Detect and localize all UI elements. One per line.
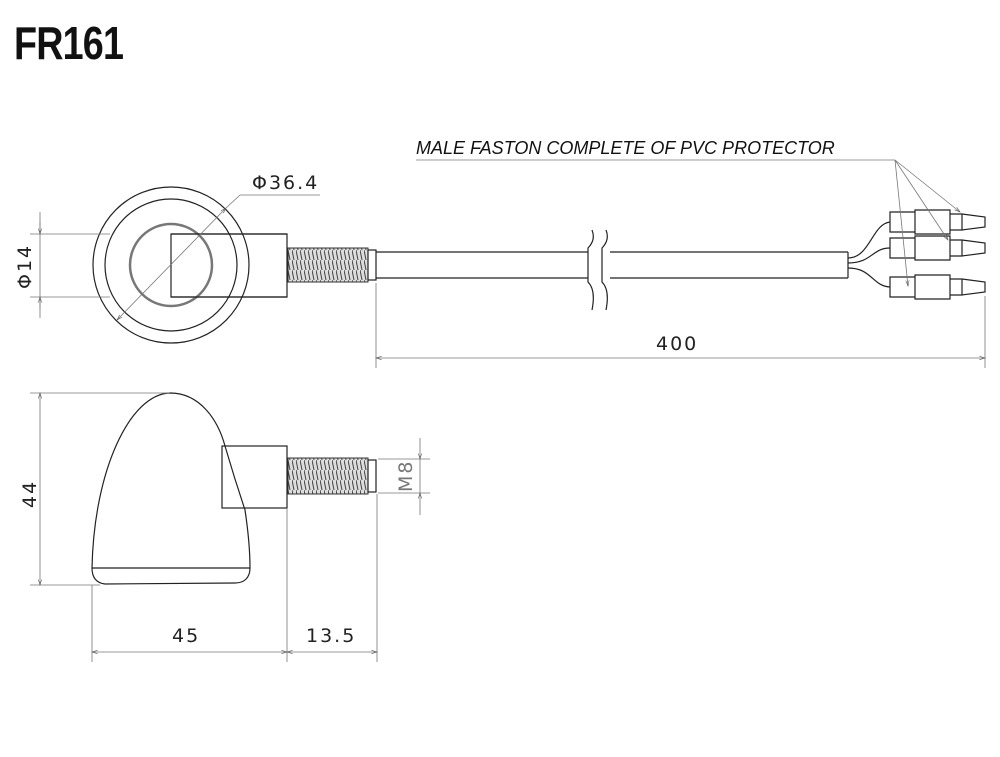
lens-ring <box>104 198 238 332</box>
thread-size-dimension: M8 <box>395 460 417 492</box>
threaded-stud <box>287 247 369 283</box>
product-code-title: FR161 <box>14 17 124 69</box>
outer-ring <box>92 186 250 344</box>
side-view: 44 45 13.5 M8 <box>19 393 430 662</box>
side-neck <box>221 445 288 509</box>
height-dimension: 44 <box>19 480 41 508</box>
body-neck <box>170 233 288 298</box>
body-length-dimension: 45 <box>172 625 200 647</box>
cable-length-dimension: 400 <box>656 333 698 355</box>
side-threaded-stud <box>287 457 369 495</box>
outer-diameter-dimension: Φ36.4 <box>252 172 319 194</box>
thread-length-dimension: 13.5 <box>306 625 356 647</box>
connector-note: MALE FASTON COMPLETE OF PVC PROTECTOR <box>416 138 835 158</box>
top-view: MALE FASTON COMPLETE OF PVC PROTECTOR Φ3… <box>14 138 985 368</box>
housing <box>91 392 251 585</box>
stud-end <box>367 249 377 281</box>
faston-connectors <box>889 209 986 300</box>
break-mark <box>587 229 594 311</box>
body-diameter-dimension: Φ14 <box>14 244 36 289</box>
